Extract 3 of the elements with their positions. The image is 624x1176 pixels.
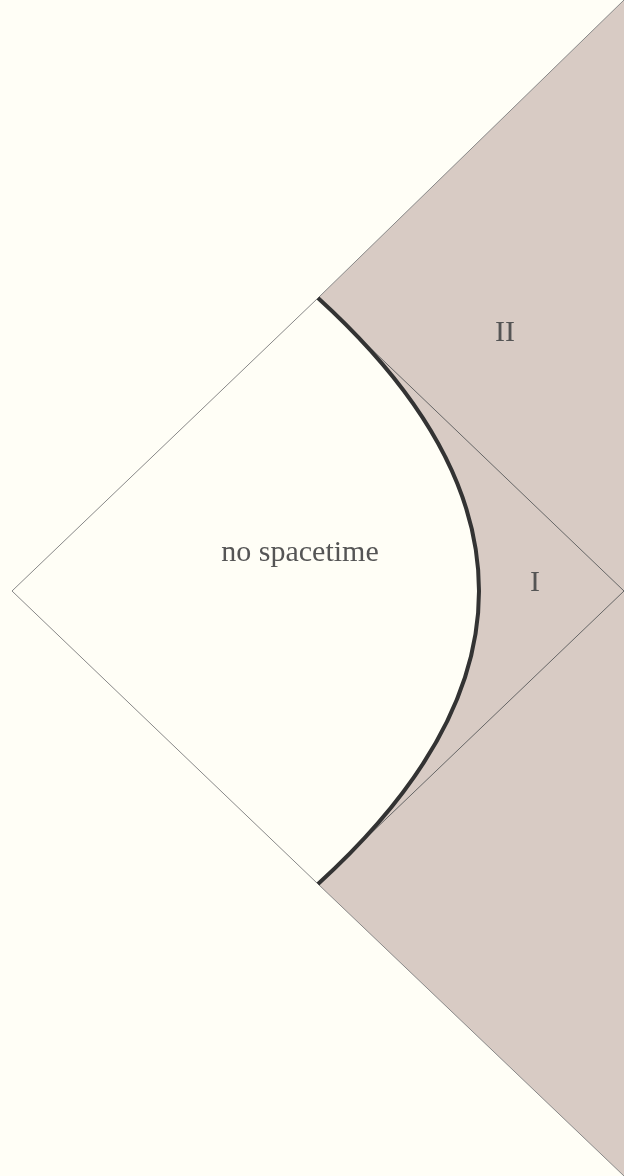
region-label: II [494, 313, 516, 349]
region-label: I [529, 563, 541, 599]
region-label: no spacetime [220, 533, 380, 569]
